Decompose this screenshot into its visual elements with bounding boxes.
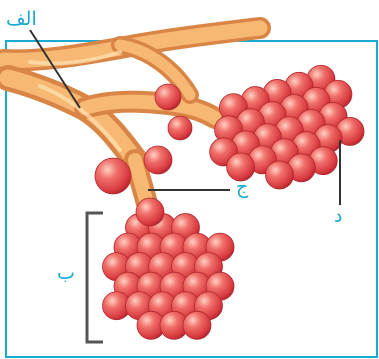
alveolus (136, 198, 164, 226)
label-alef: الف (6, 10, 37, 29)
label-jim: ج (236, 178, 248, 197)
alveolus (168, 116, 192, 140)
label-dal: د (334, 207, 342, 226)
alveolus (183, 311, 211, 339)
alveolus (95, 158, 131, 194)
alveolar-sac-lower (103, 214, 235, 340)
bracket-be (87, 213, 103, 342)
alveolus (144, 146, 172, 174)
label-be: ب (57, 264, 75, 283)
alveolus (265, 161, 293, 189)
alveolus (155, 84, 181, 110)
